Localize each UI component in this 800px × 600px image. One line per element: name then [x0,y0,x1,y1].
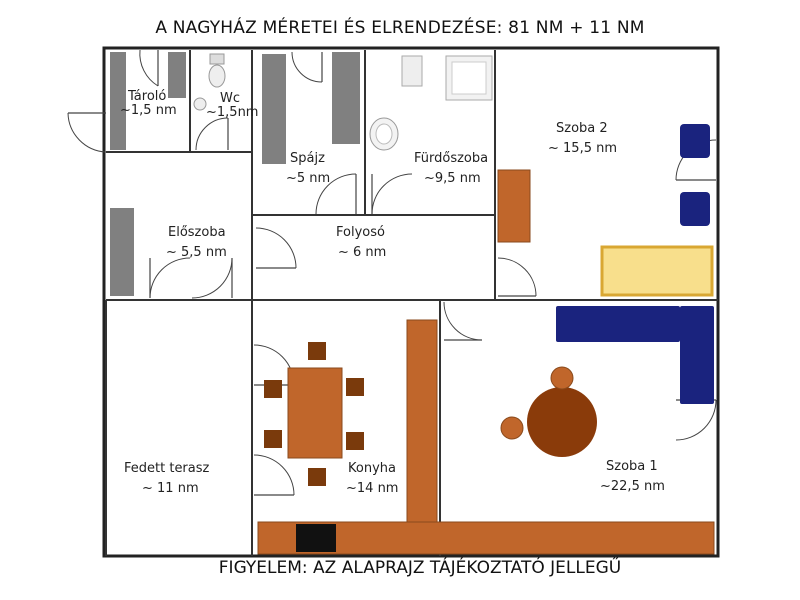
plan-title: A NAGYHÁZ MÉRETEI ÉS ELRENDEZÉSE: 81 NM … [155,18,645,38]
room-name-konyha: Konyha [348,461,396,476]
room-name-furdoszoba: Fürdőszoba [414,151,488,166]
stove-icon [296,524,336,552]
sink-icon [369,117,399,151]
room-name-tarolo: Tároló [127,89,166,104]
room-labels: Tároló ~1,5 nm Wc ~1,5nm Spájz ~5 nm Für… [120,89,665,496]
outer-walls [102,46,720,558]
room-area-tarolo: ~1,5 nm [120,103,177,118]
bathtub-icon [401,55,493,101]
interior-walls [105,50,718,556]
toilet-icon [193,53,226,111]
room-area-spajz: ~5 nm [286,171,330,186]
room-name-folyoso: Folyosó [336,225,385,240]
sofa-icon [556,306,714,404]
wardrobe [497,169,531,243]
room-name-spajz: Spájz [290,151,325,166]
round-table [500,366,597,457]
room-name-szoba1: Szoba 1 [606,459,658,474]
room-area-terasz: ~ 11 nm [142,481,199,496]
room-area-furdoszoba: ~9,5 nm [424,171,481,186]
room-name-wc: Wc [220,91,240,106]
room-area-eloszoba: ~ 5,5 nm [166,245,227,260]
bed [600,245,714,297]
room-area-szoba1: ~22,5 nm [600,479,665,494]
disclaimer-footer: FIGYELEM: AZ ALAPRAJZ TÁJÉKOZTATÓ JELLEG… [218,558,622,578]
armchair-icon [680,124,710,226]
dining-table [264,342,364,486]
room-name-terasz: Fedett terasz [124,461,210,476]
room-area-szoba2: ~ 15,5 nm [548,141,617,156]
room-name-eloszoba: Előszoba [168,225,226,240]
room-area-folyoso: ~ 6 nm [338,245,386,260]
room-area-wc: ~1,5nm [206,105,258,120]
room-name-szoba2: Szoba 2 [556,121,608,136]
gray-cabinets [110,52,360,296]
room-area-konyha: ~14 nm [346,481,398,496]
